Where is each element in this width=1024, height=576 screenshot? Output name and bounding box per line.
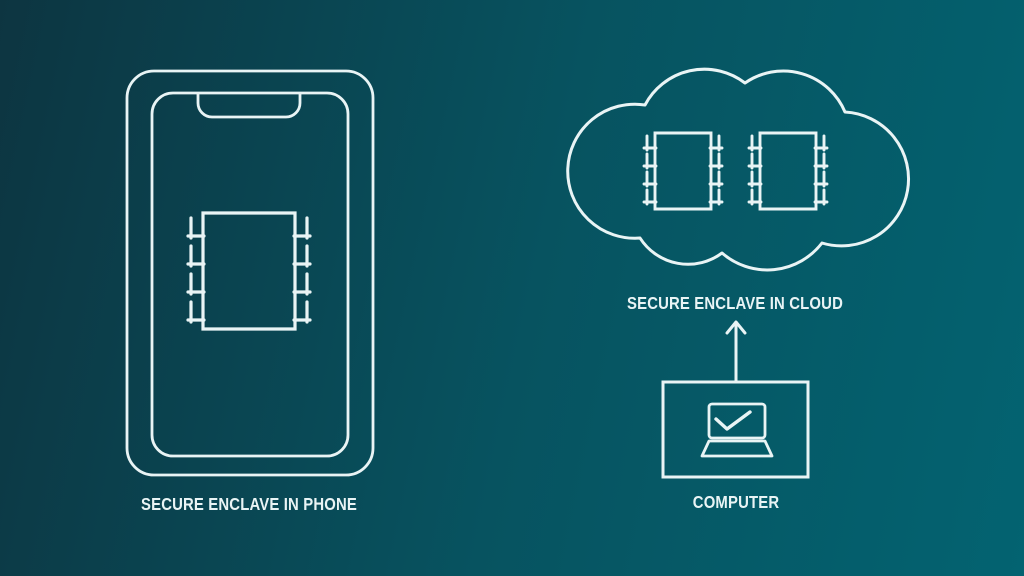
cloud-label: SECURE ENCLAVE IN CLOUD bbox=[627, 294, 843, 313]
phone-body bbox=[125, 69, 375, 477]
laptop-base bbox=[700, 439, 774, 458]
chip-pins-left bbox=[186, 216, 206, 324]
chip-pins-right bbox=[813, 134, 829, 206]
chip-pins-right bbox=[292, 216, 312, 324]
computer-label: COMPUTER bbox=[693, 493, 780, 512]
phone-screen bbox=[150, 91, 350, 458]
chip-body bbox=[653, 131, 713, 211]
chip-icon bbox=[747, 131, 829, 211]
computer-box bbox=[661, 380, 810, 479]
chip-pins-left bbox=[642, 134, 658, 206]
chip-pins-right bbox=[708, 134, 724, 206]
phone-label: SECURE ENCLAVE IN PHONE bbox=[141, 495, 357, 514]
chip-body bbox=[758, 131, 818, 211]
phone-group bbox=[125, 69, 375, 477]
line-art bbox=[125, 67, 911, 479]
laptop-screen bbox=[707, 402, 767, 440]
cloud-group bbox=[566, 67, 911, 272]
cloud-icon bbox=[566, 67, 911, 272]
phone-notch bbox=[196, 92, 302, 119]
chip-body bbox=[201, 211, 297, 331]
laptop-icon bbox=[700, 402, 774, 458]
chip-icon bbox=[642, 131, 724, 211]
chip-pins-left bbox=[747, 134, 763, 206]
arrow-up-icon bbox=[725, 320, 747, 383]
chip-icon bbox=[186, 211, 312, 331]
arrow-head bbox=[725, 320, 747, 335]
labels: SECURE ENCLAVE IN PHONE SECURE ENCLAVE I… bbox=[141, 294, 843, 514]
computer-group bbox=[661, 320, 810, 479]
checkmark-icon bbox=[714, 410, 752, 431]
phone-outline-icon bbox=[125, 69, 375, 477]
